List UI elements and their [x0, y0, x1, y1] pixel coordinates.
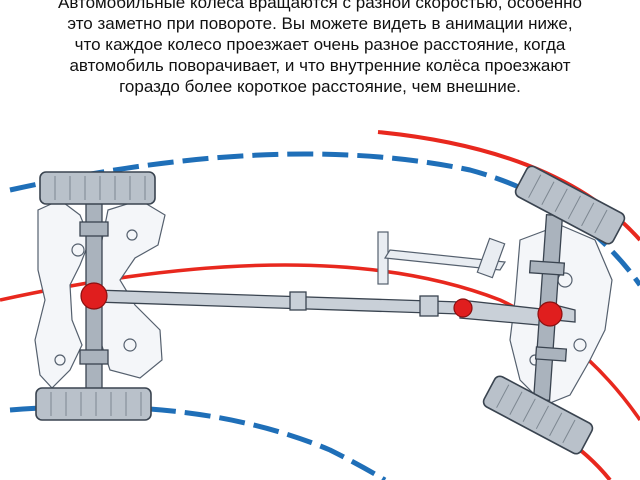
caption-line-2: это заметно при повороте. Вы можете виде… — [67, 14, 573, 33]
caption-line-4: автомобиль поворачивает, и что внутренни… — [69, 56, 571, 75]
front-differential — [537, 301, 563, 327]
differentials — [80, 282, 563, 327]
rear-differential — [80, 282, 108, 310]
tire-front-left — [514, 165, 626, 245]
tire-front-right — [482, 375, 594, 455]
steering-column — [377, 231, 507, 285]
rear-frame — [34, 199, 166, 389]
caption-line-1: Автомобильные колеса вращаются с разной … — [58, 0, 582, 12]
center-joint — [453, 298, 473, 318]
caption-line-3: что каждое колесо проезжает очень разное… — [74, 35, 566, 54]
caption-line-5: гораздо более короткое расстояние, чем в… — [119, 77, 521, 96]
tires — [35, 165, 626, 455]
tire-rear-right — [35, 387, 152, 421]
tire-rear-left — [39, 171, 156, 205]
caption-text: Автомобильные колеса вращаются с разной … — [0, 0, 640, 97]
driveshaft — [94, 289, 576, 327]
